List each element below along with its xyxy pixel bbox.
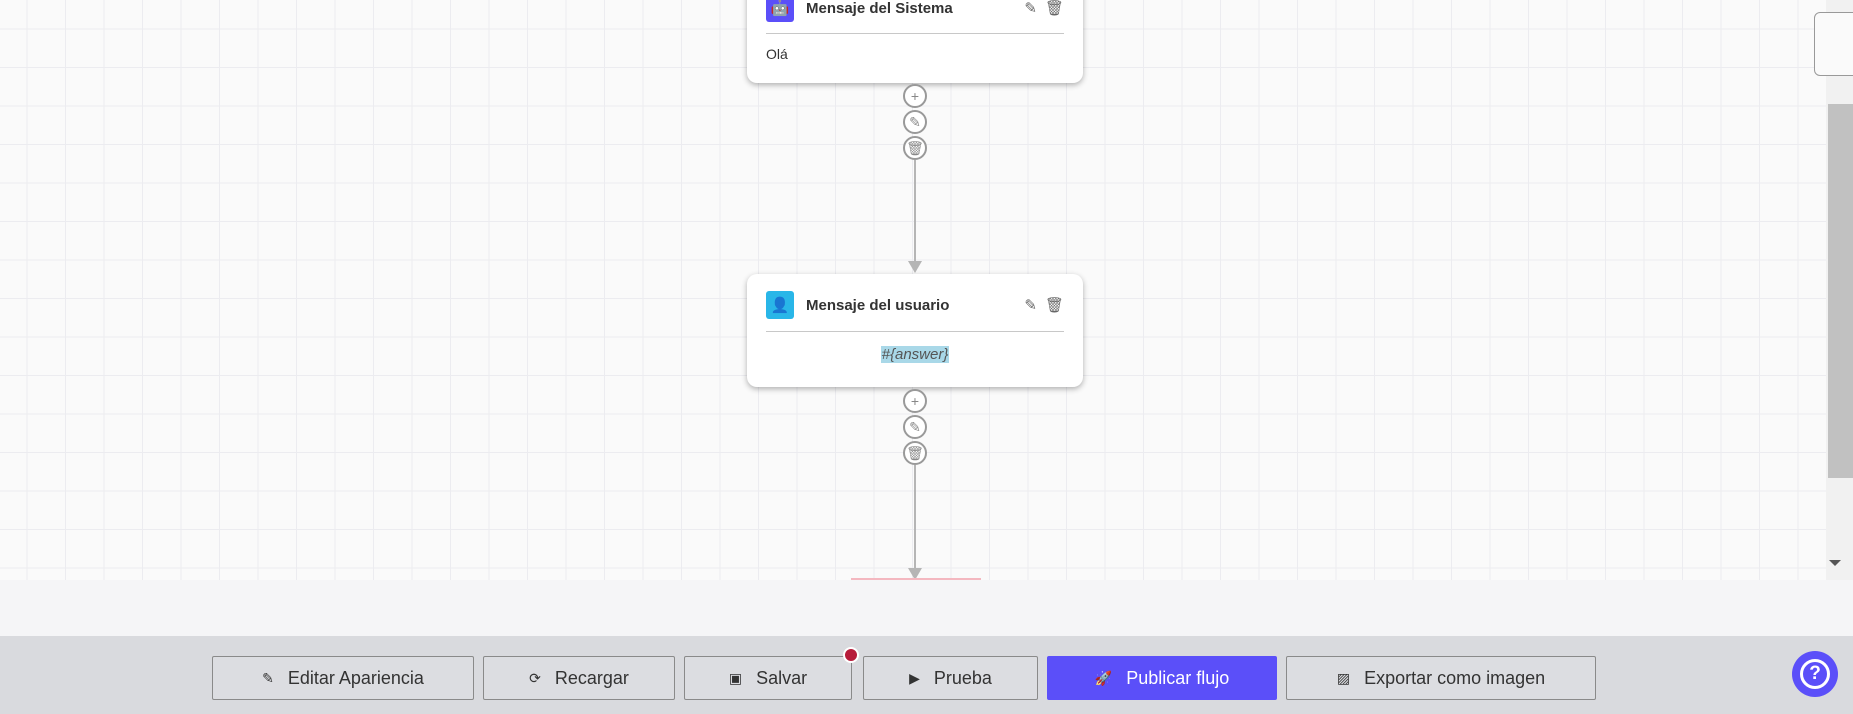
button-label: Salvar <box>756 667 808 688</box>
delete-connection-button[interactable]: 🗑 <box>903 441 927 465</box>
robot-icon: 🤖 <box>766 0 794 22</box>
next-node-edge <box>851 578 981 580</box>
edit-connection-button[interactable]: ✎ <box>903 415 927 439</box>
button-label: Editar Apariencia <box>287 667 424 688</box>
node-body: Olá <box>766 46 788 62</box>
play-icon: ▶ <box>909 669 920 686</box>
trash-icon[interactable]: 🗑 <box>1044 0 1064 17</box>
unsaved-indicator <box>843 647 859 663</box>
refresh-icon: ⟳ <box>529 669 541 686</box>
node-title: Mensaje del usuario <box>806 296 950 314</box>
trash-icon[interactable]: 🗑 <box>1044 297 1064 314</box>
test-button[interactable]: ▶ Prueba <box>863 656 1038 700</box>
edit-connection-button[interactable]: ✎ <box>903 110 927 134</box>
edit-icon: ✎ <box>262 669 274 686</box>
divider <box>766 331 1064 332</box>
bottom-toolbar: ✎ Editar Apariencia ⟳ Recargar ▣ Salvar ▶ Pr… <box>0 636 1853 714</box>
scrollbar-thumb[interactable] <box>1828 104 1853 478</box>
divider <box>766 33 1064 34</box>
node-title: Mensaje del Sistema <box>806 0 953 17</box>
minimap[interactable] <box>1814 12 1853 76</box>
flow-canvas[interactable]: 🤖 Mensaje del Sistema ✎ 🗑 Olá + ✎ 🗑 👤 Me… <box>0 0 1826 580</box>
reload-button[interactable]: ⟳ Recargar <box>483 656 675 700</box>
user-icon: 👤 <box>766 291 794 319</box>
variable-tag: #{answer} <box>880 346 950 363</box>
help-button[interactable]: ? <box>1792 651 1838 697</box>
connector-line <box>914 160 916 262</box>
edit-icon[interactable]: ✎ <box>1024 297 1037 314</box>
scroll-down-arrow-icon[interactable] <box>1829 560 1841 566</box>
question-icon: ? <box>1800 659 1830 689</box>
connector-line <box>914 465 916 570</box>
rocket-icon: 🚀 <box>1094 669 1113 686</box>
node-system-message[interactable]: 🤖 Mensaje del Sistema ✎ 🗑 Olá <box>747 0 1083 83</box>
add-node-button[interactable]: + <box>903 84 927 108</box>
save-button[interactable]: ▣ Salvar <box>684 656 852 700</box>
export-image-button[interactable]: ▨ Exportar como imagen <box>1286 656 1596 700</box>
button-label: Recargar <box>554 667 629 688</box>
node-user-message[interactable]: 👤 Mensaje del usuario ✎ 🗑 #{answer} <box>747 274 1083 387</box>
edit-appearance-button[interactable]: ✎ Editar Apariencia <box>212 656 474 700</box>
arrow-head <box>908 261 922 273</box>
save-icon: ▣ <box>728 669 743 686</box>
add-node-button[interactable]: + <box>903 389 927 413</box>
button-label: Prueba <box>933 667 992 688</box>
button-label: Exportar como imagen <box>1364 667 1546 688</box>
edit-icon[interactable]: ✎ <box>1024 0 1037 17</box>
delete-connection-button[interactable]: 🗑 <box>903 136 927 160</box>
arrow-head <box>908 568 922 580</box>
image-icon: ▨ <box>1336 669 1351 686</box>
publish-flow-button[interactable]: 🚀 Publicar flujo <box>1047 656 1277 700</box>
button-label: Publicar flujo <box>1126 667 1230 688</box>
